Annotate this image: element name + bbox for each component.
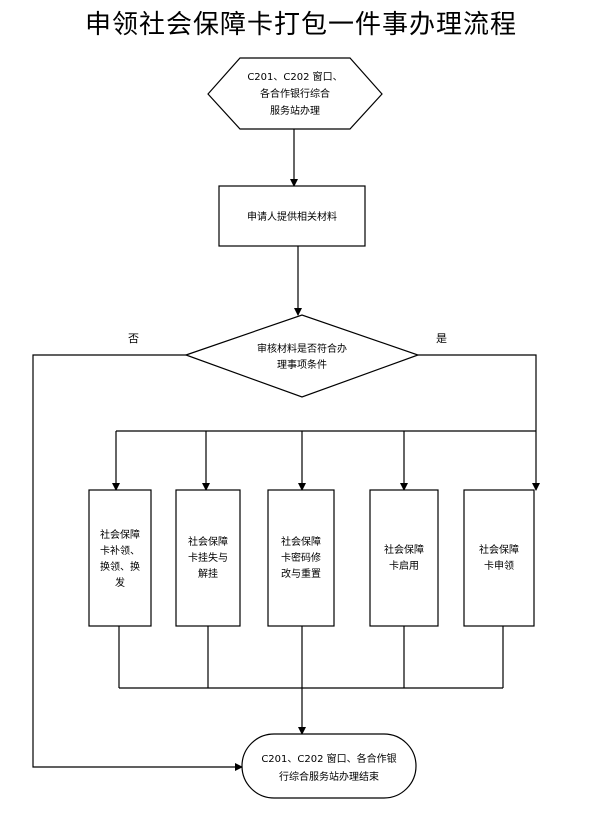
service-reissue-line-1: 社会保障 [100,528,140,541]
service-reissue-line-2: 卡补领、 [100,544,140,557]
end-node: C201、C202 窗口、各合作银 行综合服务站办理结束 [241,733,417,799]
start-node: C201、C202 窗口、 各合作银行综合 服务站办理 [207,57,383,130]
service-apply-line-1: 社会保障 [479,543,519,556]
end-line-2: 行综合服务站办理结束 [279,770,379,783]
service-loss-line-3: 解挂 [198,567,218,580]
service-activate: 社会保障 卡启用 [369,489,439,627]
service-reissue-line-4: 发 [115,576,125,589]
start-line-3: 服务站办理 [270,104,320,117]
end-line-1: C201、C202 窗口、各合作银 [261,752,396,765]
review-decision: 审核材料是否符合办 理事项条件 [184,314,420,398]
service-reissue-line-3: 换领、换 [100,560,140,573]
decision-line-1: 审核材料是否符合办 [257,342,347,355]
yes-label: 是 [436,332,447,345]
materials-step-label: 申请人提供相关材料 [247,210,337,223]
yes-connector [418,354,537,431]
page-title: 申领社会保障卡打包一件事办理流程 [84,10,517,40]
service-password-line-3: 改与重置 [281,567,321,580]
decision-line-2: 理事项条件 [277,358,327,371]
service-password: 社会保障 卡密码修 改与重置 [267,489,335,627]
service-loss-line-1: 社会保障 [188,535,228,548]
service-loss-line-2: 卡挂失与 [188,551,228,564]
service-report-loss: 社会保障 卡挂失与 解挂 [175,489,241,627]
start-line-1: C201、C202 窗口、 [247,70,342,83]
no-label: 否 [128,332,139,345]
arrow-no-to-end [32,354,243,771]
service-activate-line-1: 社会保障 [384,543,424,556]
service-activate-line-2: 卡启用 [389,559,419,572]
service-reissue: 社会保障 卡补领、 换领、换 发 [88,489,152,627]
service-password-line-1: 社会保障 [281,535,321,548]
service-apply: 社会保障 卡申领 [463,489,535,627]
service-apply-line-2: 卡申领 [484,559,514,572]
start-line-2: 各合作银行综合 [260,87,330,100]
materials-step: 申请人提供相关材料 [218,185,366,247]
service-password-line-2: 卡密码修 [281,551,321,564]
